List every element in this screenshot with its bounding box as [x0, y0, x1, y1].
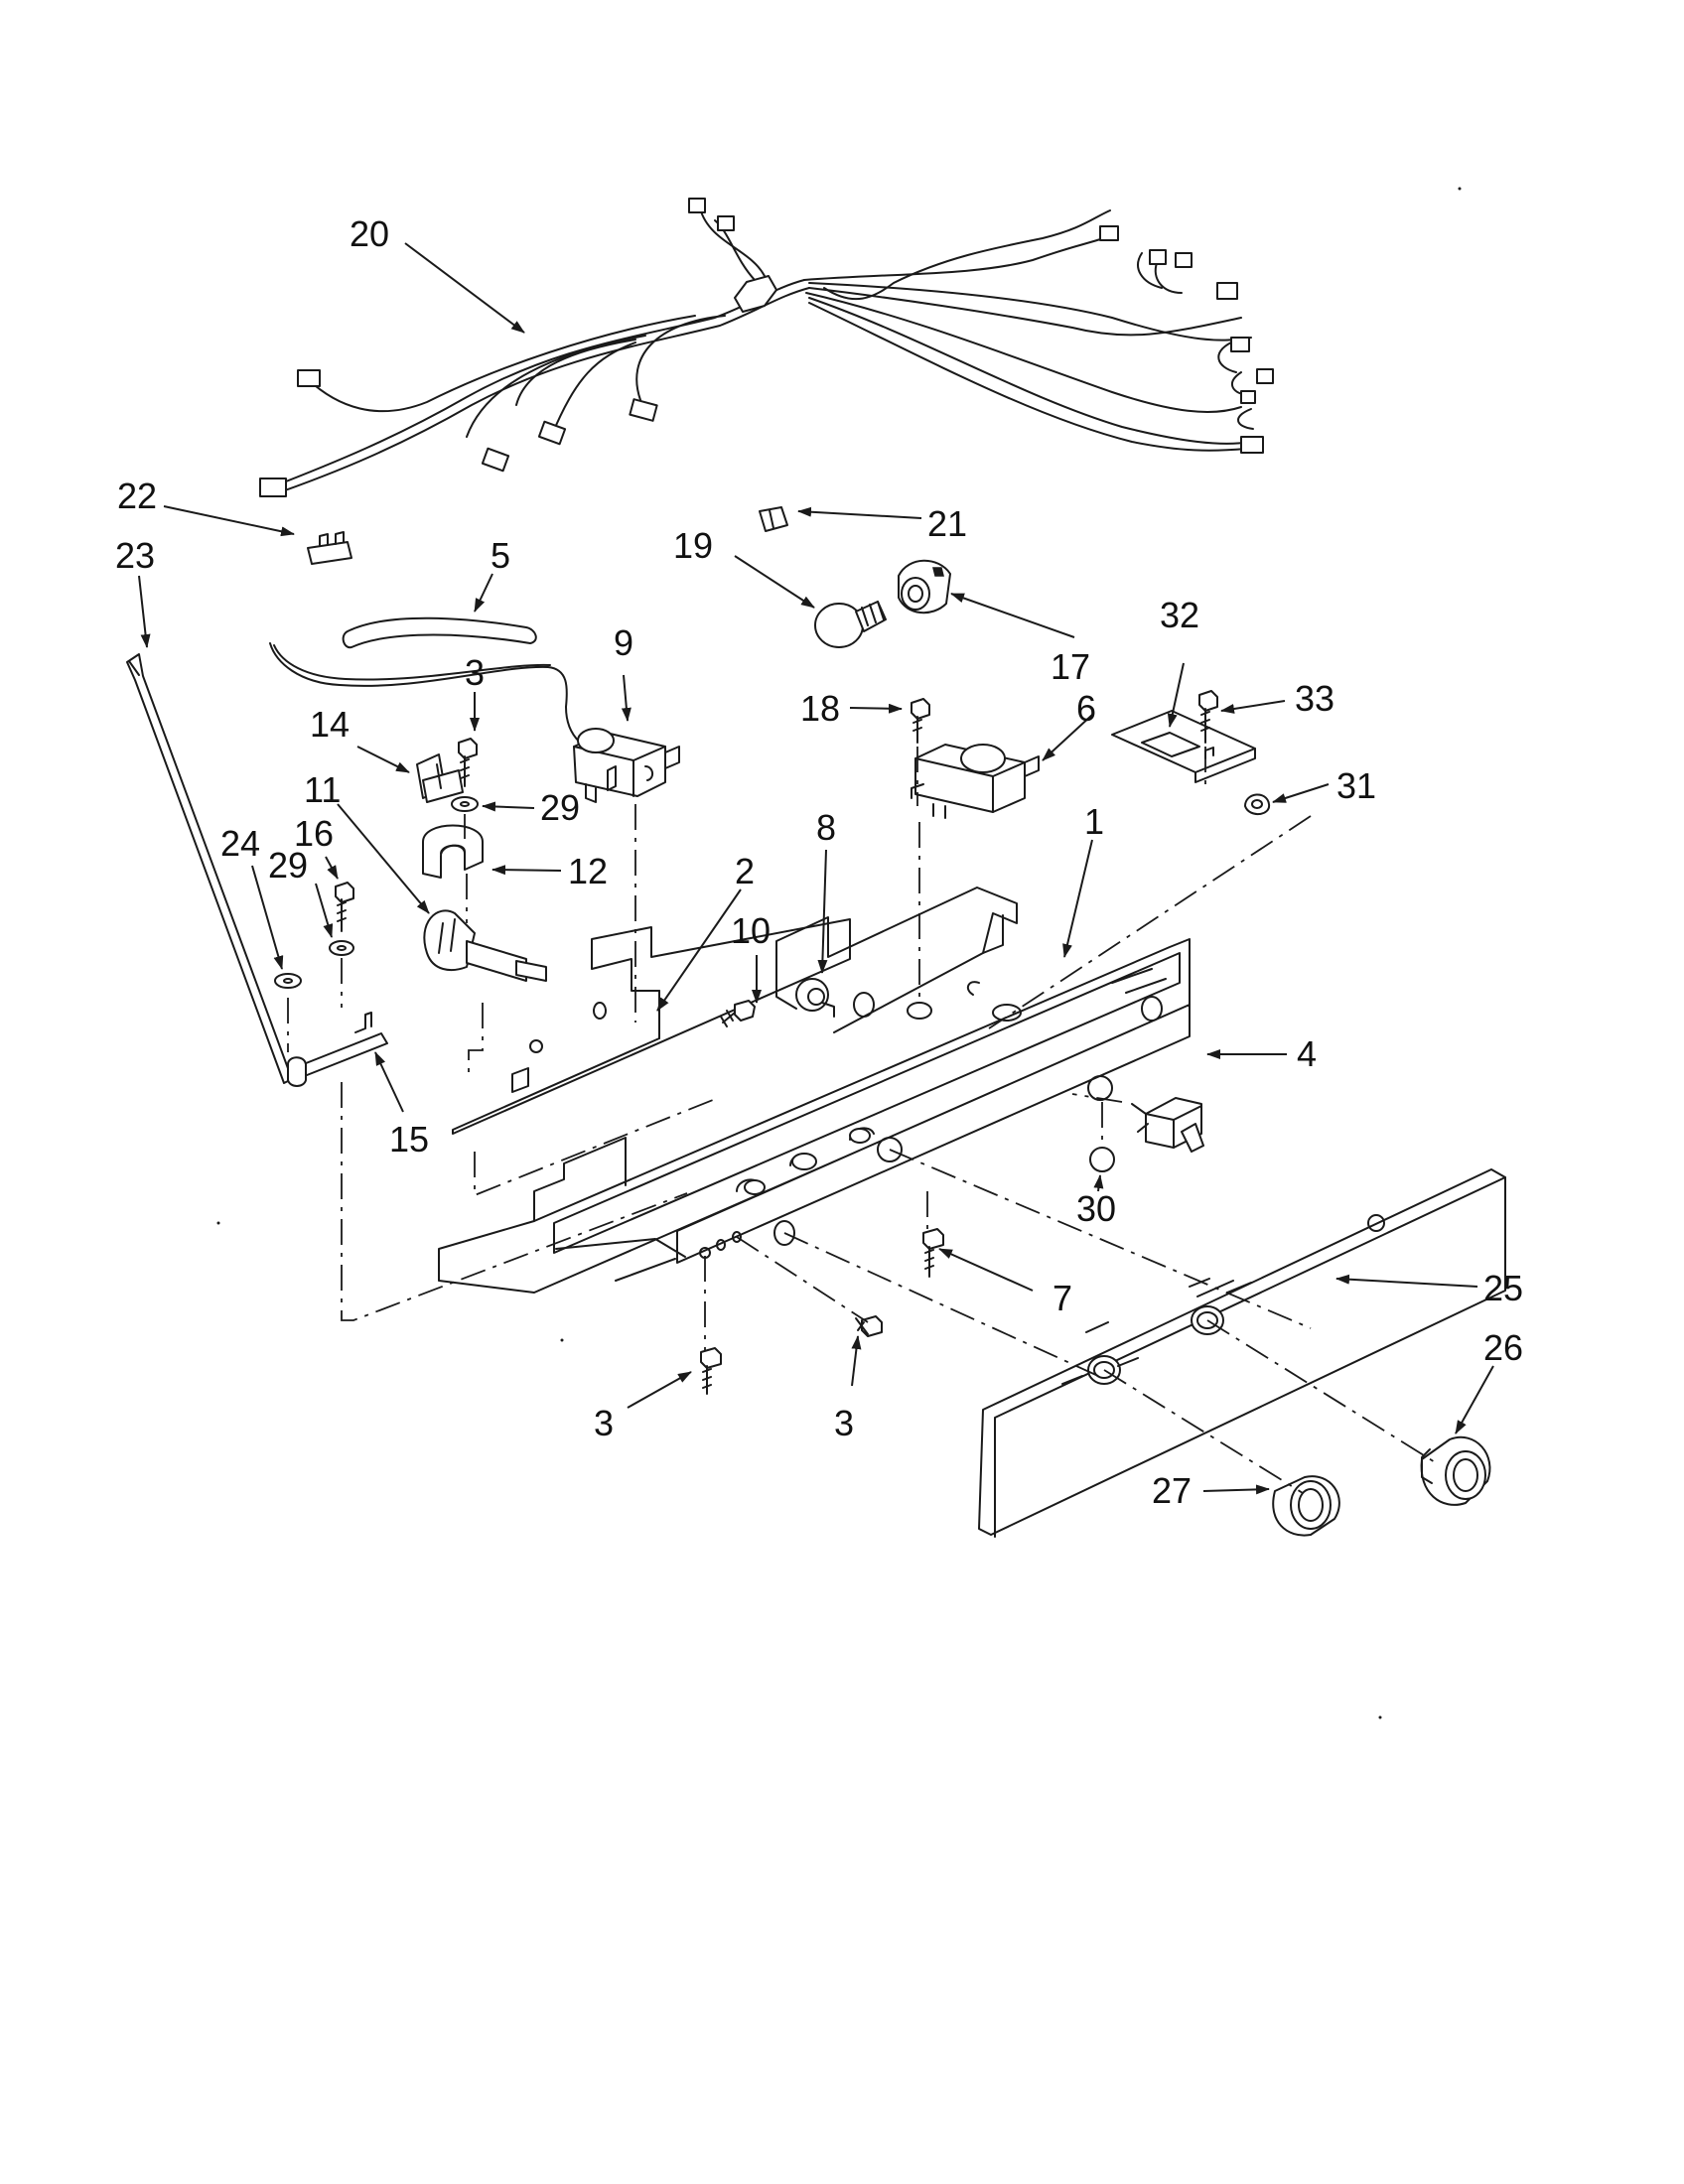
- part-31-nut: [1244, 793, 1271, 815]
- callout-29-center: 29: [540, 787, 580, 828]
- part-24-washer: [274, 973, 302, 989]
- speck: [1458, 187, 1462, 191]
- part-29-washer-center: [451, 796, 479, 812]
- callout-19: 19: [673, 525, 713, 566]
- part-3-screw-bottom-left: [700, 1347, 722, 1395]
- part-14-bracket: [416, 753, 464, 803]
- callout-15: 15: [389, 1119, 429, 1160]
- part-8-grommet: [795, 978, 835, 1018]
- callout-5: 5: [491, 535, 510, 576]
- callout-3-top: 3: [465, 652, 485, 693]
- callout-20: 20: [350, 213, 389, 254]
- leader-arrows: [138, 242, 1494, 1495]
- callout-14: 14: [310, 704, 350, 745]
- part-30-button: [1089, 1147, 1115, 1172]
- callout-22: 22: [117, 476, 157, 516]
- part-26-knob: [1420, 1436, 1491, 1506]
- callout-31: 31: [1336, 765, 1376, 806]
- callout-25: 25: [1483, 1268, 1523, 1308]
- callout-1: 1: [1084, 801, 1104, 842]
- callout-2: 2: [735, 851, 755, 891]
- part-15-arm: [287, 1012, 388, 1087]
- part-4-switch: [1131, 1097, 1204, 1153]
- part-5-tube: [269, 616, 615, 755]
- callout-8: 8: [816, 807, 836, 848]
- part-11-shaft: [423, 909, 547, 982]
- part-6-timer: [911, 744, 1040, 819]
- part-27-knob: [1272, 1475, 1340, 1537]
- callout-10: 10: [731, 910, 771, 951]
- part-3-screw-top: [458, 738, 478, 787]
- part-2-housing: [452, 918, 851, 1135]
- callout-11: 11: [304, 769, 341, 810]
- part-32-switch: [1111, 710, 1256, 783]
- callout-23: 23: [115, 535, 155, 576]
- part-10-screw: [720, 1000, 756, 1027]
- part-1-channel: [438, 887, 1191, 1294]
- callout-26: 26: [1483, 1327, 1523, 1368]
- callout-6: 6: [1076, 688, 1096, 729]
- callout-3-bottom-left: 3: [594, 1403, 614, 1443]
- callout-24: 24: [220, 823, 260, 864]
- callout-21: 21: [927, 503, 967, 544]
- part-12-clamp: [422, 824, 484, 879]
- callout-4: 4: [1297, 1033, 1317, 1074]
- part-25-panel: [978, 1168, 1506, 1538]
- callout-3-bottom-right: 3: [834, 1403, 854, 1443]
- callout-labels: 20 22 23 21 19 17 5 9 3 14 29 11 12 16 2…: [115, 213, 1523, 1511]
- callout-7: 7: [1052, 1278, 1072, 1318]
- part-7-screw: [922, 1228, 944, 1278]
- callout-9: 9: [614, 622, 633, 663]
- callout-29-left: 29: [268, 845, 308, 886]
- callout-32: 32: [1160, 595, 1199, 635]
- speck: [216, 1221, 220, 1225]
- callout-12: 12: [568, 851, 608, 891]
- callout-17: 17: [1051, 646, 1090, 687]
- part-22-clip: [307, 531, 352, 565]
- wire-harness: [259, 198, 1274, 497]
- part-16-screw: [335, 882, 354, 932]
- callout-30: 30: [1076, 1188, 1116, 1229]
- speck: [1378, 1715, 1382, 1719]
- part-18-screw: [911, 698, 930, 744]
- callout-16: 16: [294, 813, 334, 854]
- part-29-washer-left: [329, 940, 354, 956]
- part-17-socket: [898, 559, 951, 614]
- part-21-clip: [759, 506, 788, 532]
- part-19-bulb: [814, 601, 887, 648]
- callout-18: 18: [800, 688, 840, 729]
- part-3-screw-bottom-right: [855, 1315, 883, 1337]
- speck: [560, 1338, 564, 1342]
- callout-27: 27: [1152, 1470, 1192, 1511]
- callout-33: 33: [1295, 678, 1334, 719]
- part-9-thermostat: [573, 728, 680, 803]
- assembly-lines: [287, 747, 1441, 1494]
- part-33-screw: [1198, 690, 1218, 744]
